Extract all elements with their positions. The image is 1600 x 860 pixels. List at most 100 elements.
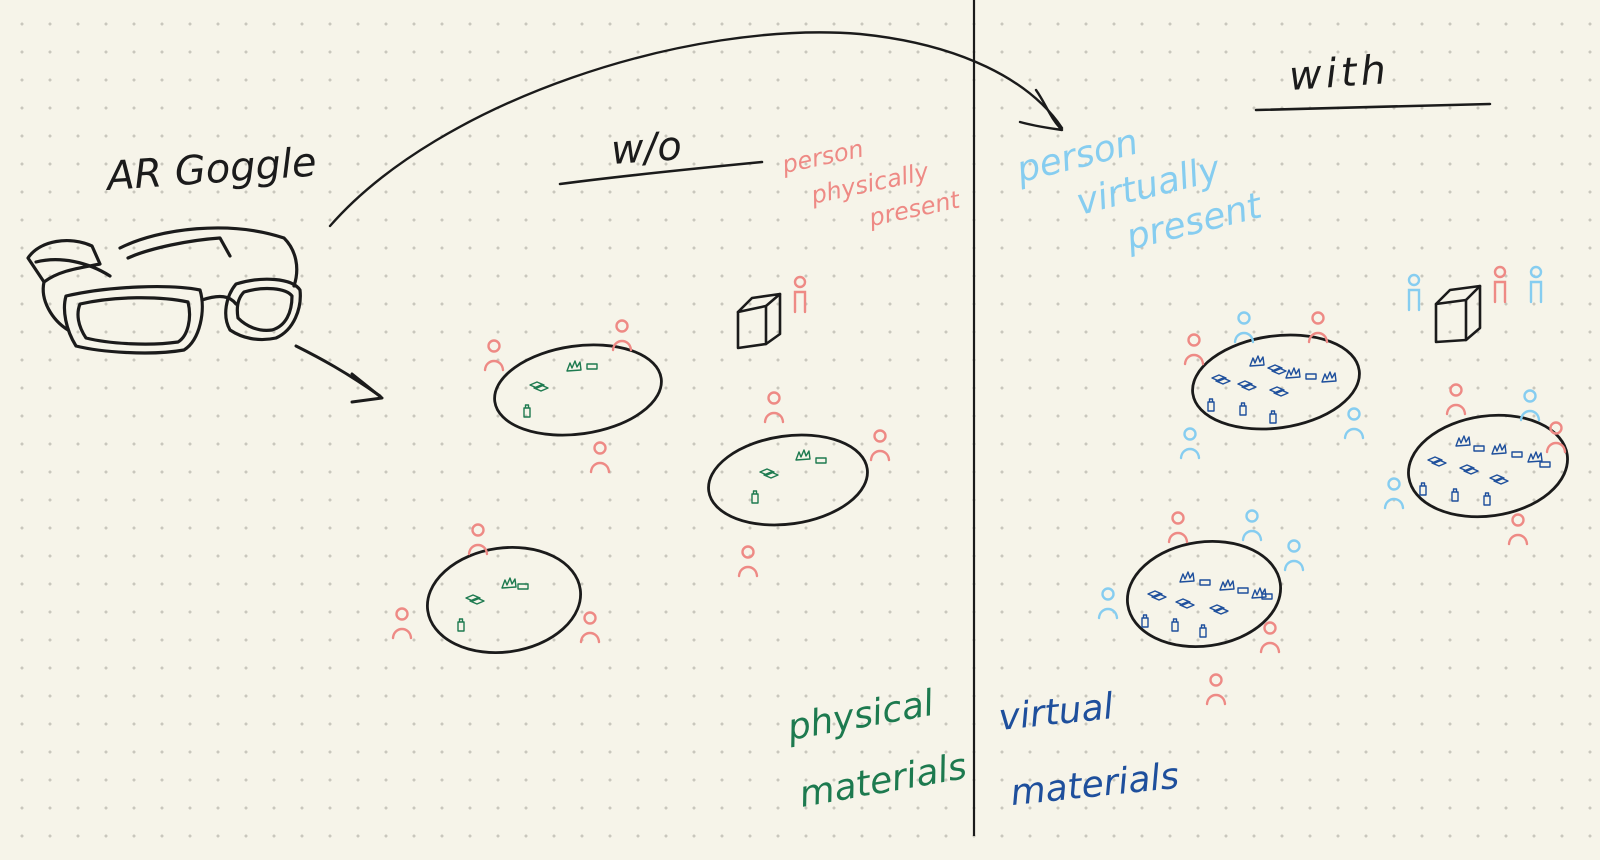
person-icon (869, 429, 891, 462)
material-icon (751, 490, 759, 504)
material-icon (1239, 402, 1247, 416)
people-layer (391, 265, 1567, 706)
goggle-label: AR Goggle (102, 139, 318, 200)
cube-icon (736, 292, 782, 350)
table-icon (493, 343, 663, 437)
material-icon (1211, 374, 1231, 385)
virtual-person-label: person virtually present (1012, 122, 1268, 259)
person-icon (1383, 477, 1405, 510)
material-icon (1489, 474, 1509, 485)
material-icon (1459, 464, 1479, 475)
material-icon (501, 577, 517, 589)
material-icon (1147, 590, 1167, 601)
without-heading: w/o (609, 123, 683, 174)
virtual-materials-label: virtual materials (997, 686, 1181, 814)
material-icon (1427, 456, 1447, 467)
person-icon (1179, 427, 1201, 460)
material-icon (1249, 355, 1265, 367)
material-icon (1141, 614, 1149, 628)
material-icon (1269, 410, 1277, 424)
material-icon (1251, 587, 1267, 599)
person-icon (737, 545, 759, 578)
material-icon (795, 449, 811, 461)
person-icon (1097, 587, 1119, 620)
table-icon (1191, 333, 1361, 431)
person-icon (793, 275, 807, 314)
material-icon (529, 381, 549, 392)
svg-text:physical: physical (783, 683, 936, 749)
material-icon (1267, 364, 1287, 375)
person-icon (483, 339, 505, 372)
with-heading: with (1287, 47, 1391, 100)
table-icon (1126, 540, 1282, 648)
material-icon (1483, 492, 1491, 506)
ar-goggle-icon (26, 226, 302, 355)
svg-text:materials: materials (1009, 756, 1181, 814)
material-icon (1527, 451, 1543, 463)
physical-materials-label: physical materials (783, 683, 970, 816)
svg-text:virtual: virtual (997, 686, 1116, 739)
material-icon (1175, 598, 1195, 609)
material-icon (1207, 398, 1215, 412)
material-icon (1269, 386, 1289, 397)
material-icon (1199, 579, 1211, 586)
person-icon (1307, 311, 1329, 344)
person-icon (1507, 513, 1529, 546)
person-icon (1343, 407, 1365, 440)
material-icon (815, 457, 827, 464)
person-icon (763, 391, 785, 424)
material-icon (586, 363, 598, 370)
material-icon (457, 618, 465, 632)
arrow-icon (328, 31, 1064, 228)
material-icon (517, 583, 529, 590)
person-icon (1259, 621, 1281, 654)
material-icon (1419, 482, 1427, 496)
arrow-icon (294, 344, 384, 404)
cube-icon (1434, 284, 1482, 344)
material-icon (1491, 443, 1507, 455)
person-icon (1233, 311, 1255, 344)
material-icon (1473, 445, 1485, 452)
materials-layer (457, 355, 1551, 638)
material-icon (1237, 380, 1257, 391)
material-icon (1305, 373, 1317, 380)
person-icon (1283, 539, 1305, 572)
material-icon (1179, 571, 1195, 583)
person-icon (1241, 509, 1263, 542)
person-icon (611, 319, 633, 352)
person-icon (467, 523, 489, 556)
material-icon (1209, 604, 1229, 615)
person-icon (1205, 673, 1227, 706)
person-icon (1167, 511, 1189, 544)
person-icon (1493, 265, 1507, 304)
material-icon (1285, 367, 1301, 379)
person-icon (1445, 383, 1467, 416)
material-icon (1199, 624, 1207, 638)
person-icon (1183, 333, 1205, 366)
material-icon (465, 594, 485, 605)
material-icon (1261, 593, 1273, 600)
material-icon (1455, 435, 1471, 447)
material-icon (1511, 451, 1523, 458)
physical-person-label: person physically present (779, 135, 964, 233)
table-icon (426, 546, 582, 654)
material-icon (1451, 488, 1459, 502)
svg-text:materials: materials (796, 746, 970, 816)
material-icon (523, 404, 531, 418)
person-icon (1519, 389, 1541, 422)
person-icon (1529, 265, 1543, 304)
person-icon (1407, 273, 1421, 312)
person-icon (391, 607, 413, 640)
material-icon (1237, 587, 1249, 594)
table-icon (707, 433, 869, 527)
person-icon (589, 441, 611, 474)
material-icon (1219, 579, 1235, 591)
material-icon (1321, 371, 1337, 383)
material-icon (1171, 618, 1179, 632)
tables-layer (426, 333, 1569, 654)
material-icon (566, 360, 582, 372)
material-icon (1539, 461, 1551, 468)
material-icon (759, 468, 779, 479)
person-icon (1545, 421, 1567, 454)
